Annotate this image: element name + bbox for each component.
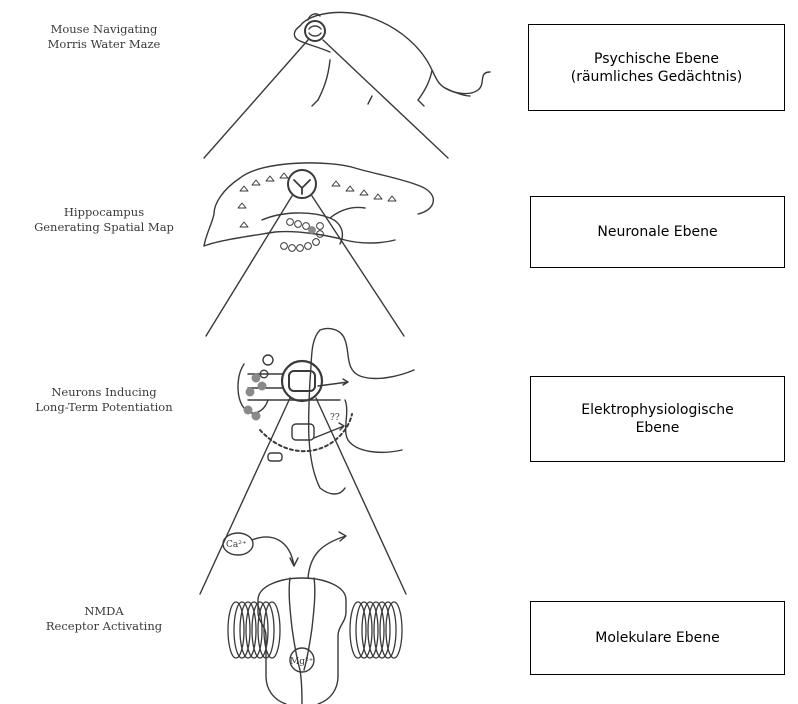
hippocampus-outline [204,163,433,246]
small-channel [268,453,282,461]
unknown-signal-label: ?? [330,413,340,423]
magnesium-label: Mg²⁺ [290,657,314,667]
dendrite-outline [309,328,414,494]
zoom-line-1-right [323,40,448,158]
zoom-line-2-right [312,196,404,336]
membrane-coils-left [228,602,280,658]
vesicle-open-1 [263,355,273,365]
mouse-tail [445,72,490,94]
membrane-coils-right [350,602,402,658]
hippocampus-inner [262,207,365,244]
calcium-label: Ca²⁺ [226,540,247,550]
neurons-illustration: ?? [238,328,414,494]
mouse-legs [312,96,424,106]
hippocampus-granule-cells [281,219,324,252]
zoom-line-3-left [200,398,290,594]
zoom-line-3-right [316,398,406,594]
mouse-body-outline [294,12,470,100]
hippocampus-neuron-icon [294,180,310,194]
mouse-brain-detail [309,26,321,36]
outflow-arrow [308,532,346,578]
hippocampus-pyramidal-cells [238,173,396,227]
mouse-illustration [294,12,490,106]
nmda-illustration: Mg²⁺ Ca²⁺ [223,532,402,704]
postsynaptic-channel [292,424,314,440]
zoom-line-1-left [204,40,308,158]
vesicles [244,374,266,420]
receptor-channel-pore [289,578,315,704]
mouse-head-magnifier [305,21,325,41]
calcium-influx-arrow [252,537,298,566]
zoom-line-2-left [206,196,292,336]
